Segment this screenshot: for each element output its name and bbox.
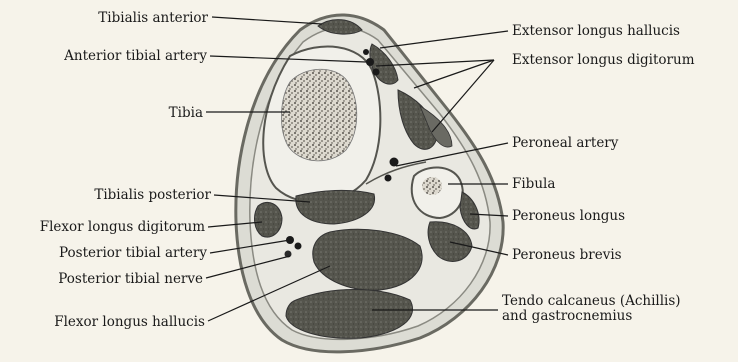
flexor-longus-digitorum-muscle — [255, 202, 282, 237]
label-extensor-longus-hallucis: Extensor longus hallucis — [512, 23, 680, 39]
fibula-marrow — [422, 177, 442, 195]
peroneal-artery-vessel — [390, 158, 399, 167]
label-posterior-tibial-artery: Posterior tibial artery — [59, 245, 207, 261]
label-extensor-longus-digitorum: Extensor longus digitorum — [512, 52, 695, 68]
label-tendo-calcaneus-line2: and gastrocnemius — [502, 308, 632, 324]
tibia-marrow — [281, 69, 356, 161]
label-flexor-longus-digitorum: Flexor longus digitorum — [40, 219, 205, 235]
label-tibia: Tibia — [169, 105, 203, 121]
label-flexor-longus-hallucis: Flexor longus hallucis — [54, 314, 205, 330]
anterior-tibial-artery-vessel — [366, 58, 374, 66]
label-fibula: Fibula — [512, 176, 555, 192]
peroneal-vein-vessel — [385, 175, 392, 182]
label-anterior-tibial-artery: Anterior tibial artery — [63, 48, 207, 64]
label-tibialis-posterior: Tibialis posterior — [94, 187, 211, 203]
leader-extensor-longus-hallucis — [380, 31, 508, 48]
label-peroneal-artery: Peroneal artery — [512, 135, 619, 151]
anterior-tibial-nerve — [363, 49, 369, 55]
anterior-tibial-vein-vessel — [373, 69, 380, 76]
label-peroneus-longus: Peroneus longus — [512, 208, 625, 224]
posterior-tibial-vein-vessel — [295, 243, 302, 250]
label-tibialis-anterior: Tibialis anterior — [98, 10, 208, 26]
leader-tibialis-anterior — [212, 17, 322, 24]
label-posterior-tibial-nerve: Posterior tibial nerve — [58, 271, 203, 287]
label-peroneus-brevis: Peroneus brevis — [512, 247, 622, 263]
label-tendo-calcaneus-line1: Tendo calcaneus (Achillis) — [502, 293, 681, 309]
